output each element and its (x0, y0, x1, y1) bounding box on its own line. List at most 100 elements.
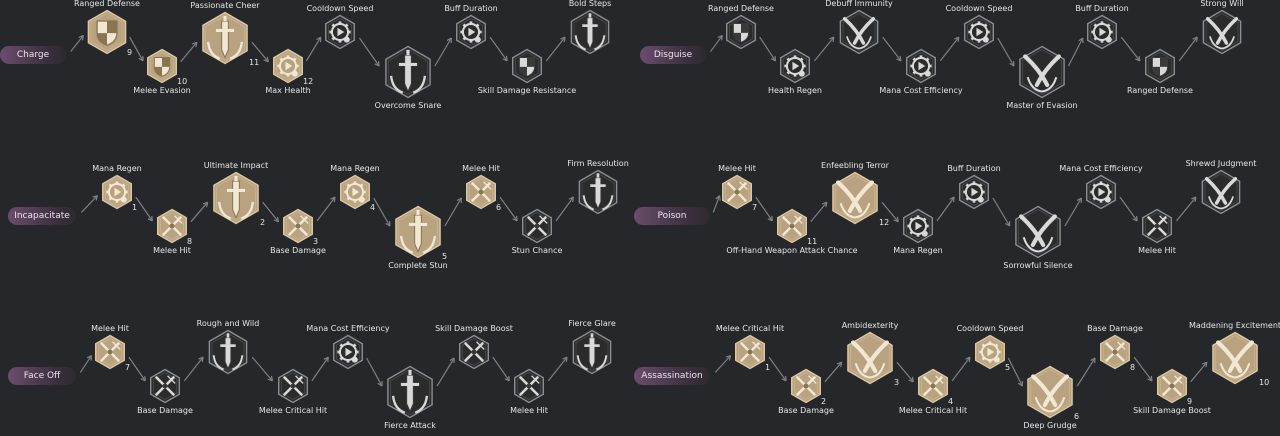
skill-label: Mana Regen (893, 246, 943, 255)
tree-name-incapacitate[interactable]: Incapacitate (8, 207, 76, 225)
skill-node-enfeebling-terror[interactable] (829, 171, 881, 225)
swords-icon (1100, 334, 1130, 370)
connector-arrow (1067, 37, 1084, 67)
connector-arrow (1064, 197, 1082, 227)
skill-node-ranged-defense[interactable] (1143, 48, 1177, 84)
skill-node-complete-stun[interactable] (392, 205, 444, 259)
arrow-head (198, 356, 204, 363)
skill-node-ultimate-impact[interactable] (210, 171, 262, 225)
skill-label: Enfeebling Terror (821, 161, 889, 170)
skill-node-base-damage[interactable] (789, 368, 823, 404)
skill-node-firm-resolution[interactable] (576, 169, 620, 215)
skill-node-fierce-attack[interactable] (384, 365, 436, 419)
connector-arrow (814, 36, 835, 62)
skill-node-melee-evasion[interactable] (145, 48, 179, 84)
skill-node-melee-hit[interactable] (512, 368, 546, 404)
skill-node-mana-regen[interactable] (338, 174, 372, 210)
skill-node-max-health[interactable] (271, 48, 305, 84)
skill-label: Mana Regen (330, 164, 380, 173)
skill-node-skill-damage-resistance[interactable] (510, 48, 544, 84)
tree-name-disguise[interactable]: Disguise (640, 46, 706, 64)
connector-arrow (710, 35, 723, 52)
skill-node-cooldown-speed[interactable] (323, 14, 357, 50)
skill-node-skill-damage-boost[interactable] (457, 334, 491, 370)
skill-node-buff-duration[interactable] (454, 14, 488, 50)
tree-name-face-off[interactable]: Face Off (8, 367, 76, 385)
skill-label: Maddening Excitement (1188, 321, 1280, 330)
skill-node-bold-steps[interactable] (568, 9, 612, 55)
connector-arrow (499, 196, 518, 222)
skill-label: Melee Critical Hit (258, 406, 328, 415)
skill-node-melee-critical-hit[interactable] (733, 334, 767, 370)
skill-node-buff-duration[interactable] (1085, 14, 1119, 50)
skill-node-mana-regen[interactable] (901, 208, 935, 244)
gear-icon (964, 14, 994, 50)
tree-name-poison[interactable]: Poison (634, 207, 710, 225)
skill-node-ranged-defense[interactable] (85, 9, 129, 55)
skill-label: Stun Chance (511, 246, 563, 255)
skill-node-ambidexterity[interactable] (844, 331, 896, 385)
skill-node-shrewd-judgment[interactable] (1199, 169, 1243, 215)
swords-icon (522, 208, 552, 244)
skill-node-base-damage[interactable] (1098, 334, 1132, 370)
skill-node-mana-cost-efficiency[interactable] (904, 48, 938, 84)
skill-node-debuff-immunity[interactable] (837, 9, 881, 55)
skill-node-melee-hit[interactable] (464, 174, 498, 210)
skill-node-melee-hit[interactable] (720, 174, 754, 210)
skill-node-fierce-glare[interactable] (570, 329, 614, 375)
skill-node-deep-grudge[interactable] (1024, 365, 1076, 419)
skill-label: Fierce Glare (568, 319, 616, 328)
skill-node-skill-damage-boost[interactable] (1155, 368, 1189, 404)
swords-icon (722, 174, 752, 210)
swords-icon (466, 174, 496, 210)
connector-arrow (316, 196, 336, 222)
skill-node-sorrowful-silence[interactable] (1012, 205, 1064, 259)
skill-node-cooldown-speed[interactable] (962, 14, 996, 50)
skill-label: Master of Evasion (1006, 101, 1078, 110)
skill-node-melee-critical-hit[interactable] (916, 368, 950, 404)
skill-node-stun-chance[interactable] (520, 208, 554, 244)
skill-node-passionate-cheer[interactable] (199, 11, 251, 65)
skill-label: Melee Evasion (133, 86, 191, 95)
skill-node-maddening-excitement[interactable] (1209, 331, 1261, 385)
tree-name-assassination[interactable]: Assassination (634, 367, 710, 385)
skill-node-off-hand-weapon-attack-chance[interactable] (775, 208, 809, 244)
skill-node-melee-hit[interactable] (93, 334, 127, 370)
connector-arrow (755, 196, 773, 222)
skill-node-rough-and-wild[interactable] (206, 329, 250, 375)
skill-label: Buff Duration (444, 4, 498, 13)
skill-node-melee-hit[interactable] (1140, 208, 1174, 244)
connector-arrow (882, 36, 902, 62)
arrow-head (140, 375, 146, 382)
skill-node-melee-critical-hit[interactable] (276, 368, 310, 404)
skill-node-mana-regen[interactable] (100, 174, 134, 210)
skill-node-cooldown-speed[interactable] (973, 334, 1007, 370)
skill-node-melee-hit[interactable] (155, 208, 189, 244)
connector-arrow (128, 356, 146, 382)
tree-name-charge[interactable]: Charge (0, 46, 66, 64)
skill-node-mana-cost-efficiency[interactable] (1084, 174, 1118, 210)
connector-arrow (489, 36, 508, 62)
skill-node-mana-cost-efficiency[interactable] (331, 334, 365, 370)
connector-arrow (135, 196, 153, 222)
skill-label: Skill Damage Boost (435, 324, 513, 333)
arrow-head (502, 55, 508, 62)
skill-label: Passionate Cheer (190, 1, 260, 10)
skill-node-health-regen[interactable] (778, 48, 812, 84)
arrow-head (92, 195, 99, 201)
skill-node-master-of-evasion[interactable] (1016, 45, 1068, 99)
connector-arrow (1007, 357, 1023, 387)
arrow-head (78, 34, 84, 41)
skill-node-buff-duration[interactable] (957, 174, 991, 210)
skill-label: Melee Critical Hit (715, 324, 785, 333)
arrow-head (446, 37, 452, 44)
daggers-icon (1019, 45, 1065, 99)
skill-node-ranged-defense[interactable] (724, 14, 758, 50)
arrow-head (717, 34, 723, 41)
skill-node-overcome-snare[interactable] (382, 45, 434, 99)
arrow-head (954, 36, 960, 43)
skill-node-base-damage[interactable] (148, 368, 182, 404)
skill-node-base-damage[interactable] (281, 208, 315, 244)
skill-node-strong-will[interactable] (1200, 9, 1244, 55)
